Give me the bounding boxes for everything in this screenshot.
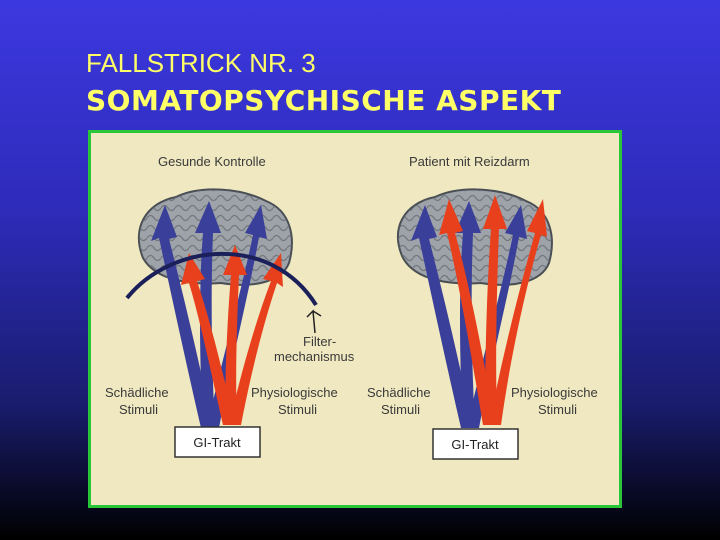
right-physiological-stimuli-arrows bbox=[439, 195, 547, 425]
right-gi-tract-label: GI-Trakt bbox=[451, 437, 499, 452]
left-filter-pointer-arrow bbox=[306, 309, 322, 334]
right-harmful-label-2: Stimuli bbox=[381, 402, 420, 417]
left-filter-label-2: mechanismus bbox=[274, 349, 355, 364]
left-physio-label-2: Stimuli bbox=[278, 402, 317, 417]
diagram-canvas: Gesunde Kontrolle Filter- mec bbox=[105, 154, 598, 460]
left-physio-label-1: Physiologische bbox=[251, 385, 338, 400]
left-panel-heading: Gesunde Kontrolle bbox=[158, 154, 266, 169]
slide-title-line-2: SOMATOPSYCHISCHE ASPEKT bbox=[86, 84, 562, 117]
left-gi-tract-box bbox=[174, 426, 261, 458]
left-physiological-stimuli-arrows bbox=[181, 245, 283, 425]
left-harmful-label-1: Schädliche bbox=[105, 385, 169, 400]
left-gi-tract-label: GI-Trakt bbox=[193, 435, 241, 450]
right-gi-tract-box bbox=[432, 428, 519, 460]
right-panel-heading: Patient mit Reizdarm bbox=[409, 154, 530, 169]
left-panel: Gesunde Kontrolle Filter- mec bbox=[105, 154, 355, 458]
right-physio-label-2: Stimuli bbox=[538, 402, 577, 417]
right-harmful-label-1: Schädliche bbox=[367, 385, 431, 400]
right-panel: Patient mit Reizdarm Schädliche Stimuli bbox=[367, 154, 598, 460]
left-filter-label-1: Filter- bbox=[303, 334, 336, 349]
diagram-figure: Gesunde Kontrolle Filter- mec bbox=[88, 130, 622, 508]
left-harmful-label-2: Stimuli bbox=[119, 402, 158, 417]
slide-title-line-1: FALLSTRICK NR. 3 bbox=[86, 48, 316, 78]
right-physio-label-1: Physiologische bbox=[511, 385, 598, 400]
left-filter-arc bbox=[125, 251, 318, 307]
